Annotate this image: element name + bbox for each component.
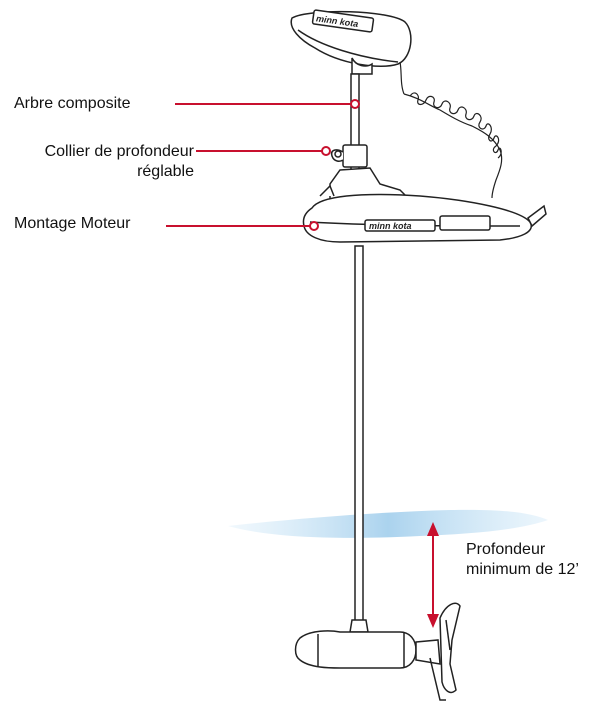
composite-shaft-lower (354, 245, 364, 627)
callout-dot-mount (309, 221, 319, 231)
control-head: minn kota (290, 9, 412, 75)
lower-unit-motor (294, 602, 461, 701)
callouts (166, 99, 360, 231)
label-depth-collar-line1: Collier de profondeur (44, 143, 194, 160)
label-motor-mount: Montage Moteur (14, 215, 131, 232)
motor-mount: minn kota (302, 167, 547, 243)
label-composite-shaft: Arbre composite (14, 95, 131, 112)
depth-arrow (427, 522, 439, 628)
label-depth-collar-line2: réglable (137, 163, 194, 180)
coiled-cable (399, 61, 503, 199)
shaft-collar-lower (349, 619, 369, 633)
label-minimum-depth-line1: Profondeur (466, 541, 546, 558)
water-surface (228, 509, 548, 538)
callout-dot-shaft (350, 99, 360, 109)
label-depth-collar: Collier de profondeur réglable (6, 142, 194, 182)
label-minimum-depth-line2: minimum de 12’ (466, 561, 579, 578)
mount-brand: minn kota (369, 221, 412, 231)
depth-collar (330, 144, 368, 168)
label-minimum-depth: Profondeur minimum de 12’ (466, 540, 579, 580)
callout-dot-collar (321, 146, 331, 156)
